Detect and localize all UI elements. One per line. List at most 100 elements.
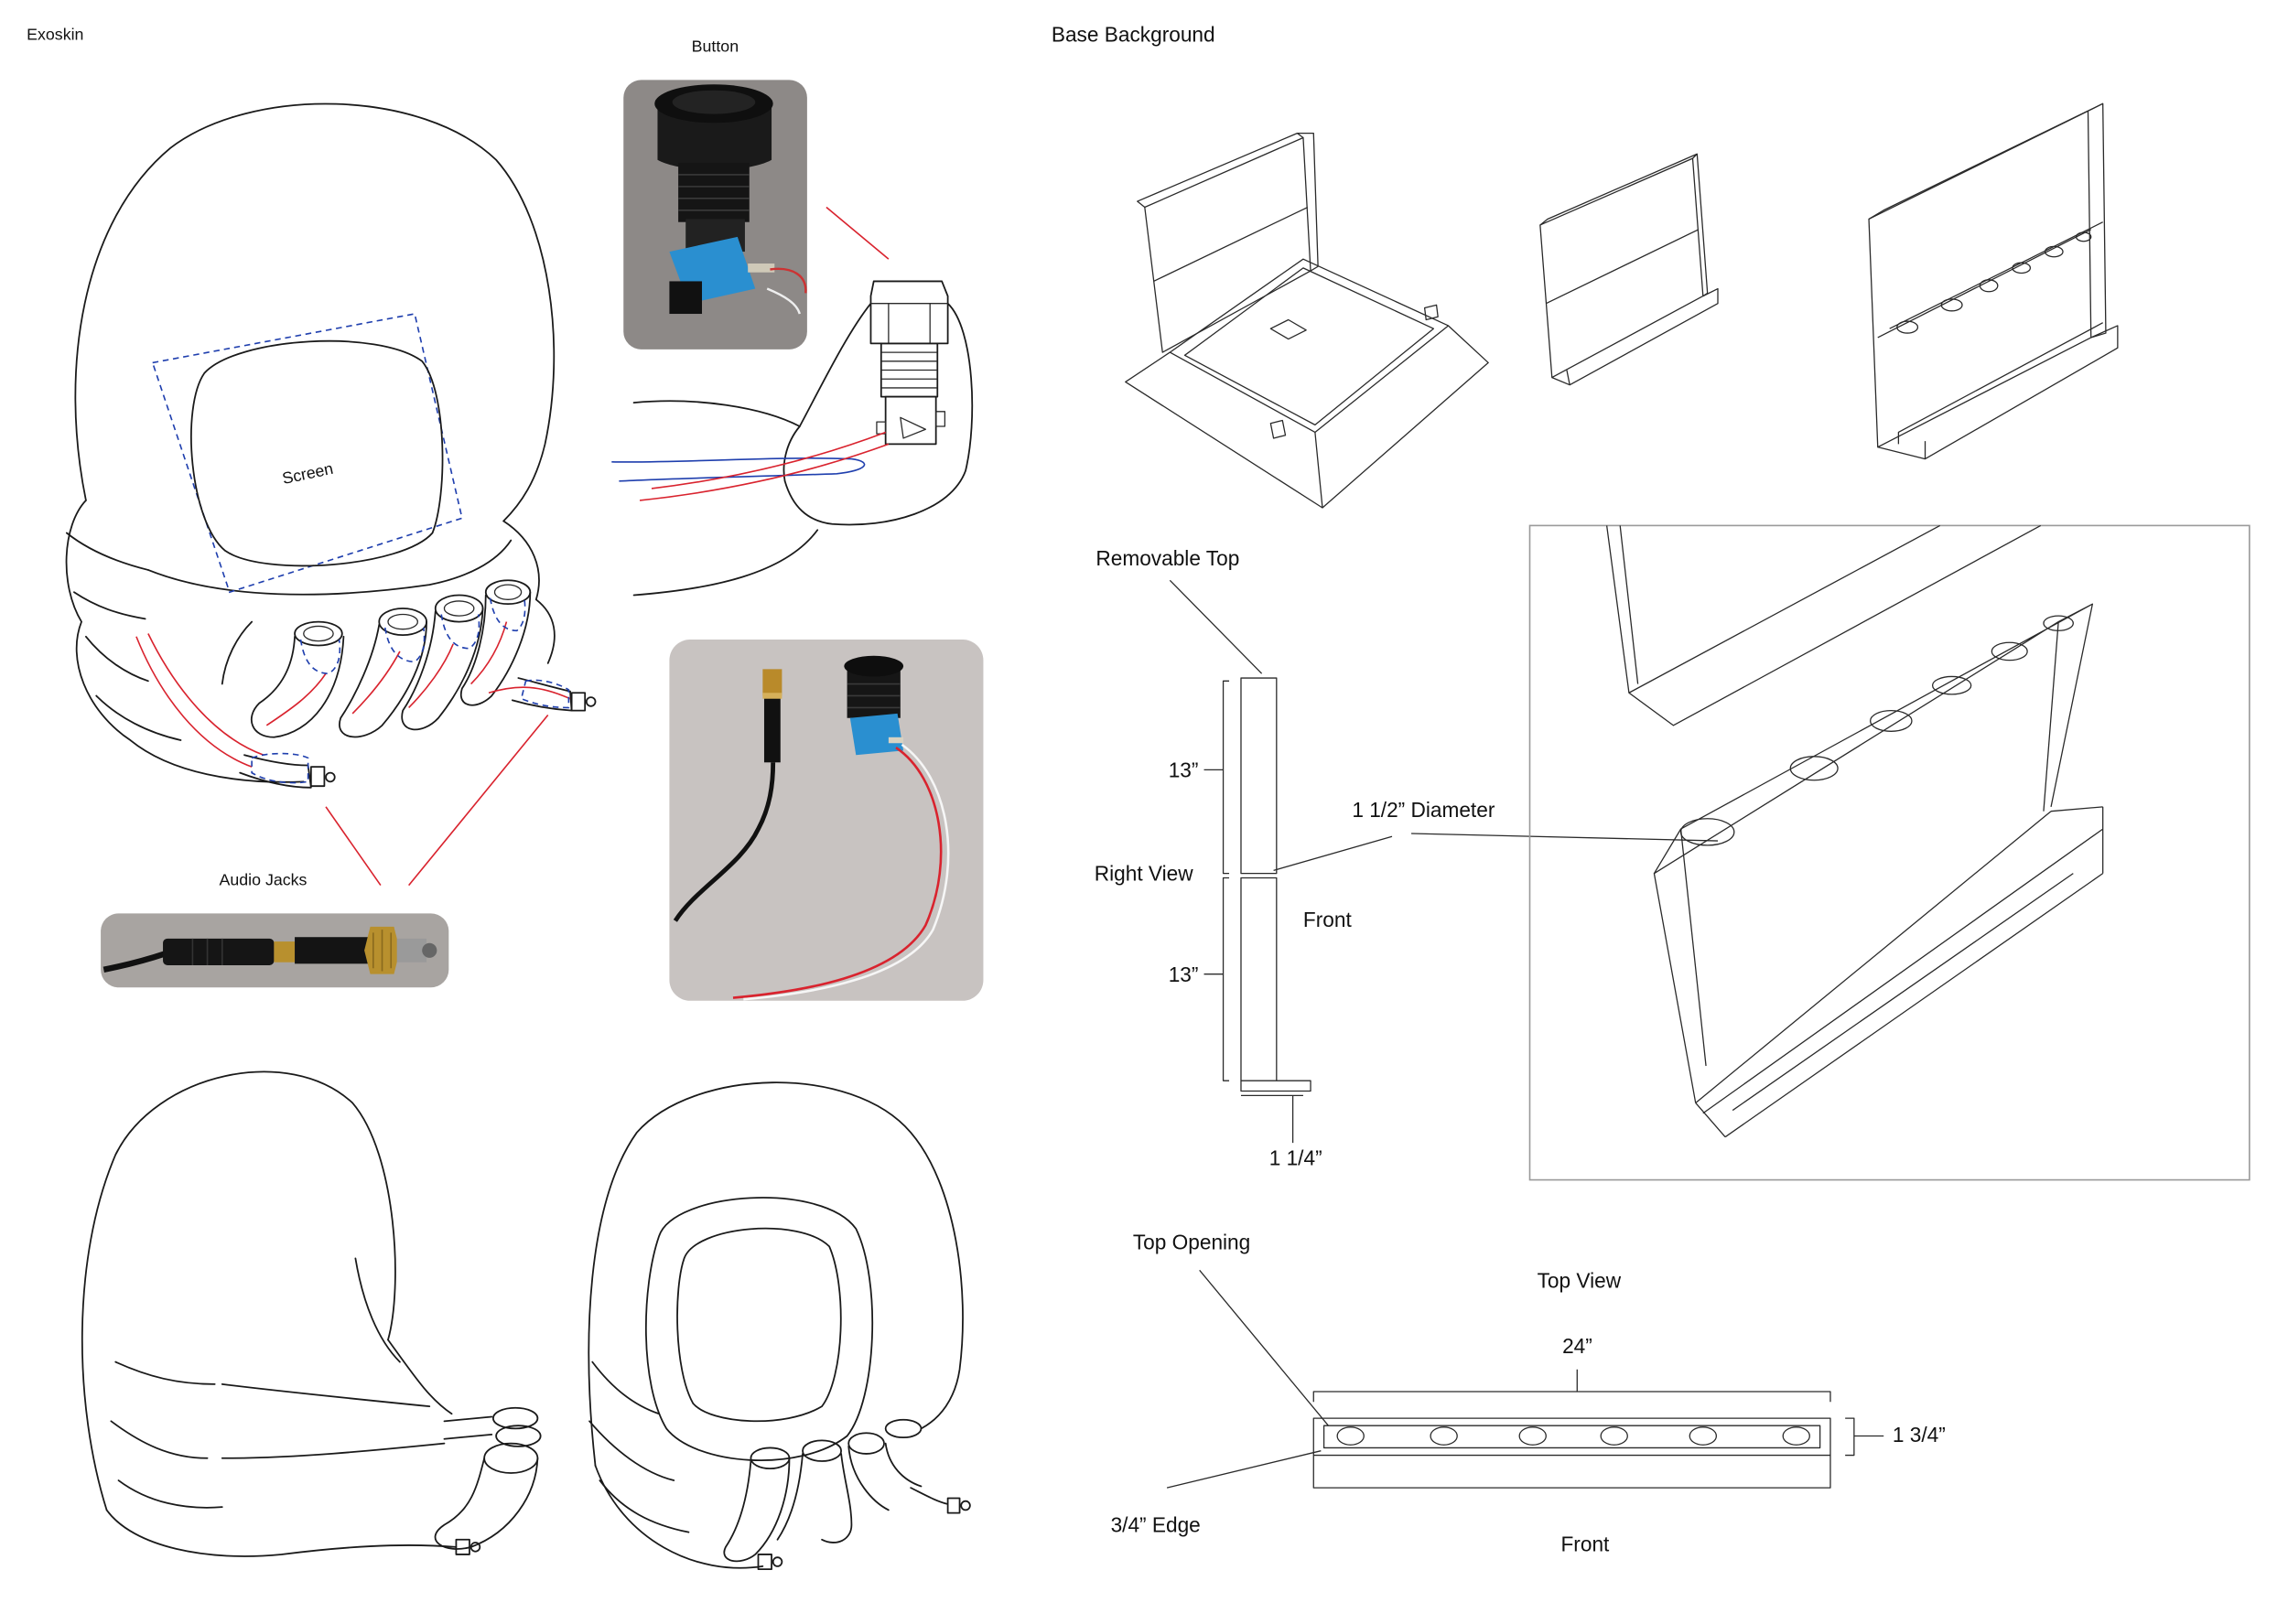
edge-leader [1166,1450,1322,1489]
audio-jack-tip [772,1556,783,1567]
finger [401,608,484,731]
hole [2043,615,2074,631]
hole [1991,641,2028,661]
arm-inner-curve [782,425,801,482]
screen-outline [190,339,444,567]
hole [1979,279,1999,293]
body-outline-left [65,500,305,783]
removable-top-slab [1605,524,2042,726]
hole [1336,1426,1365,1446]
audio-jack-tip [585,696,597,707]
internal-part-dashed [383,627,426,663]
upper-height-dimension [1203,680,1230,875]
edge-label: 3/4” Edge [1111,1513,1201,1537]
hole [1789,756,1839,781]
button-cap [484,579,532,606]
fold-line [221,1442,446,1459]
top-view-diagram [1166,1269,1884,1489]
hole [1430,1426,1458,1446]
photo-background [669,639,984,1001]
wire-red [651,431,886,489]
wire-red [470,621,508,685]
panel-front-face [1539,157,1704,379]
wire-red [408,643,454,708]
diameter-leader [1273,835,1393,872]
photo-wire-red [770,267,807,294]
button-cap [491,1406,539,1430]
button-cap [378,608,427,637]
base-knob [1423,304,1439,321]
top-opening-leader [1199,1269,1329,1426]
fold-line [85,635,149,683]
button-title: Button [692,38,739,56]
neck-fold [221,620,254,685]
button-switch [884,395,937,446]
button-nut [869,280,949,345]
photo-wire-white [743,743,950,1001]
lower-height-label: 13” [1169,963,1199,986]
fold-line [73,591,146,620]
fold-line [95,694,182,741]
audio-jack-tentacle-right [512,677,573,712]
button-ridges [847,683,901,709]
panel-split-line [1546,229,1700,305]
switch-terminal [888,737,904,744]
fold-line [588,1420,675,1481]
callout-line [826,206,890,260]
base-depth-label: 1 1/4” [1269,1145,1322,1169]
hole [2012,262,2032,274]
body-outline-right [502,520,556,664]
wire-red [488,686,571,700]
button-cap [750,1447,791,1469]
panel-split-line [1153,206,1309,283]
internal-part-dashed [299,639,341,675]
socket-body [295,937,369,964]
internal-part-dashed [251,752,309,784]
base-top-rim [1183,267,1434,426]
removable-top-leader [1169,579,1263,674]
wire-red [351,651,401,715]
wire-red [265,672,327,726]
hole [1600,1426,1628,1446]
hole [1870,710,1913,732]
photo-wire-red [732,747,943,999]
base-with-panel-iso [1125,132,1489,509]
button-bezel [657,106,772,170]
button-plunger [672,90,756,114]
internal-part-dashed [489,597,526,632]
enlarged-view-frame [1528,524,2250,1181]
fold-line [110,1420,209,1459]
button-cap-inner [493,584,523,600]
hole [1679,818,1735,846]
finger [250,635,345,738]
screen-outline [676,1227,842,1423]
right-view-diagram [1169,579,1719,1144]
hole [1931,675,1972,695]
wire-red [135,636,253,768]
depth-label: 1 3/4” [1893,1423,1946,1447]
finger [821,1453,853,1543]
button-photo [623,80,807,350]
top-view-label: Top View [1538,1269,1622,1293]
audio-jack-tentacle [910,1487,949,1505]
switch-terminal [748,263,775,273]
panel-foot [1240,1080,1311,1097]
top-view-outline [1312,1417,1831,1489]
audio-jack-plug [570,692,587,712]
panel-front-face [1868,110,2092,448]
fold-line [221,1382,431,1408]
head-outline [588,1081,964,1467]
base-top-opening [1269,318,1307,340]
enlarged-panel-view [1528,524,2250,1181]
lower-height-dimension [1203,877,1230,1081]
finger [434,1457,539,1550]
hole [1782,1426,1810,1446]
right-view-label: Right View [1095,862,1193,886]
wire-red [147,633,264,756]
audio-jack-tip [469,1542,481,1553]
panel-lower-section [1240,877,1278,1081]
base-background-title: Base Background [1052,22,1215,46]
audio-jack-plug [309,766,326,788]
plug-grip [191,938,223,965]
neck-fold [146,539,513,596]
